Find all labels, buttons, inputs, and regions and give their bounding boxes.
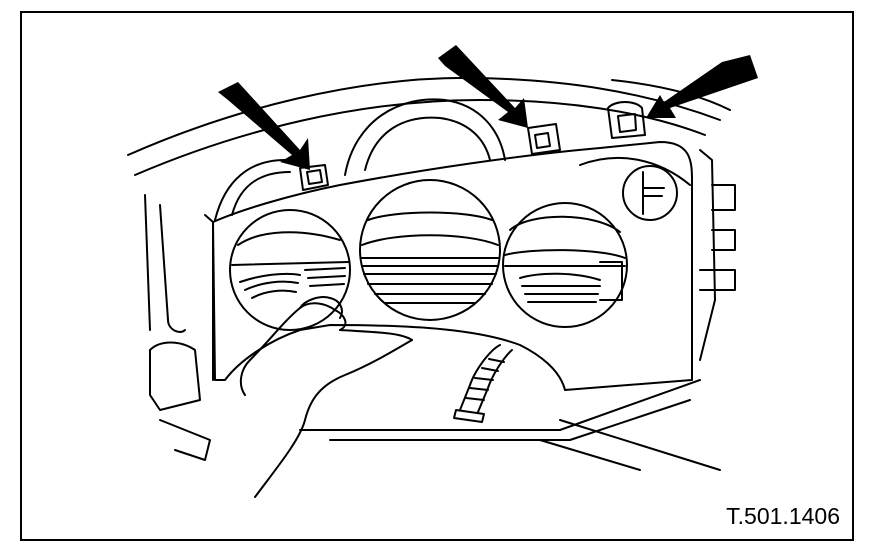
center-gauge [360, 180, 500, 320]
arrow-right-clip [646, 55, 758, 118]
right-gauge [503, 203, 627, 327]
left-gauge [230, 210, 350, 330]
indicator-arrows [218, 45, 758, 170]
warning-lamp-symbol [623, 166, 677, 220]
hand [241, 297, 412, 497]
figure-reference-code: T.501.1406 [726, 503, 840, 529]
figure-frame [20, 11, 854, 541]
mounting-clips [300, 102, 645, 190]
dashboard-background [128, 78, 735, 470]
cluster-housing [205, 142, 692, 390]
arrow-left-clip [218, 82, 310, 170]
arrow-center-clip [438, 45, 528, 128]
cable-harness [454, 345, 512, 422]
